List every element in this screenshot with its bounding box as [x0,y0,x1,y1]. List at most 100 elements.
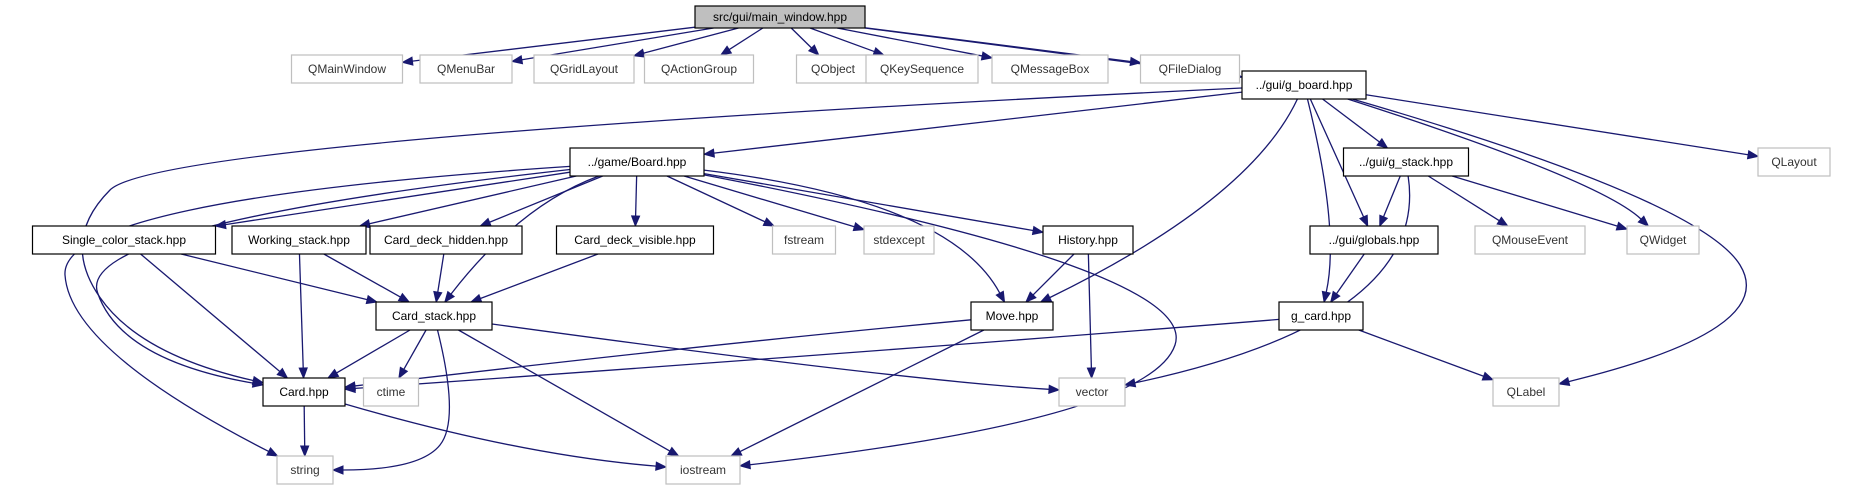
node-fstream[interactable]: fstream [771,225,837,255]
node-Card_stack[interactable]: Card_stack.hpp [375,301,493,331]
arrowhead [479,217,492,227]
node-box [533,54,635,84]
edge-main_window-to-QActionGroup [719,27,764,56]
edge-Board-to-Card [95,168,571,388]
edge-g_board-to-globals [1309,98,1369,228]
edge-Card_stack-to-vector [491,323,1061,395]
arrowhead [1376,137,1389,149]
node-string[interactable]: string [276,455,334,485]
node-Move[interactable]: Move.hpp [970,301,1054,331]
arrowhead [655,461,668,471]
node-QMenuBar[interactable]: QMenuBar [419,54,513,84]
node-Card[interactable]: Card.hpp [262,377,346,407]
node-label: QKeySequence [880,62,964,76]
node-QWidget[interactable]: QWidget [1626,225,1700,255]
arrowhead [510,54,524,65]
edge-globals-to-g_card [1329,253,1365,304]
edge-main_window-to-QKeySequence [809,27,886,56]
edge-line [1365,94,1749,156]
edge-Working_stack-to-Card_stack [323,253,411,303]
node-QFileDialog[interactable]: QFileDialog [1139,54,1241,84]
edge-Card_deck_hidden-to-Card_stack [433,253,445,304]
edge-line [369,175,577,225]
node-QMainWindow[interactable]: QMainWindow [290,54,404,84]
arrowhead [852,222,866,232]
edge-line [634,175,638,217]
node-label: QLabel [1507,385,1546,399]
node-label: ../game/Board.hpp [588,155,687,169]
node-Working_stack[interactable]: Working_stack.hpp [231,225,367,255]
node-label: Card.hpp [279,385,329,399]
edge-line [298,253,304,369]
edge-g_board-to-QLabel [1352,98,1747,387]
node-QKeySequence[interactable]: QKeySequence [865,54,979,84]
node-Board[interactable]: ../game/Board.hpp [569,147,705,177]
node-Card_deck_hidden[interactable]: Card_deck_hidden.hpp [369,225,523,255]
node-History[interactable]: History.hpp [1042,225,1134,255]
edge-Card_stack-to-ctime [398,329,427,380]
node-box [1139,54,1241,84]
node-box [1058,377,1126,407]
edge-line [491,323,1050,390]
edge-line [403,329,427,370]
node-label: ../gui/g_board.hpp [1256,78,1353,92]
arrowhead [1557,376,1571,387]
node-label: string [290,463,319,477]
node-g_board[interactable]: ../gui/g_board.hpp [1241,70,1367,100]
node-QMouseEvent[interactable]: QMouseEvent [1474,225,1586,255]
node-QLayout[interactable]: QLayout [1757,147,1831,177]
edge-line [836,27,983,57]
node-label: vector [1076,385,1109,399]
edge-line [344,403,657,467]
arrowhead [762,217,776,227]
node-box [1309,225,1439,255]
edge-Card-to-string [299,405,310,458]
edge-line [1335,253,1365,295]
node-main_window[interactable]: src/gui/main_window.hpp [694,5,866,29]
node-QMessageBox[interactable]: QMessageBox [991,54,1109,84]
edge-Board-to-Working_stack [358,175,577,229]
edge-line [713,91,1243,154]
node-g_stack[interactable]: ../gui/g_stack.hpp [1342,147,1470,177]
arrowhead [331,465,344,475]
node-globals[interactable]: ../gui/globals.hpp [1309,225,1439,255]
edge-line [64,165,571,453]
edge-line [1134,175,1411,384]
node-ctime[interactable]: ctime [362,377,420,407]
node-box [1042,225,1134,255]
edge-Board-to-Card_stack [444,175,600,304]
node-iostream[interactable]: iostream [665,455,741,485]
edge-Board-to-Single_color_stack [214,171,571,230]
arrowhead [1496,216,1509,227]
edge-g_board-to-QLayout [1365,94,1760,160]
arrowhead [632,48,646,58]
arrowhead [1039,293,1053,303]
node-box [1241,70,1367,100]
node-Card_deck_visible[interactable]: Card_deck_visible.hpp [555,225,715,255]
edge-line [1352,98,1747,383]
node-QActionGroup[interactable]: QActionGroup [643,54,755,84]
node-QGridLayout[interactable]: QGridLayout [533,54,635,84]
node-QLabel[interactable]: QLabel [1492,377,1560,407]
edge-line [1382,175,1401,217]
edge-Board-to-stdexcept [683,175,866,232]
edge-main_window-to-QMessageBox [836,27,994,61]
arrowhead [1025,291,1037,303]
edge-g_stack-to-vector [1123,175,1411,388]
node-Single_color_stack[interactable]: Single_color_stack.hpp [31,225,217,255]
node-label: stdexcept [873,233,925,247]
arrowhead [729,447,743,457]
arrowhead [365,294,379,305]
edge-line [703,174,1177,466]
node-g_card[interactable]: g_card.hpp [1278,301,1364,331]
node-box [865,54,979,84]
node-QObject[interactable]: QObject [795,54,871,84]
edge-line [1049,98,1299,299]
node-stdexcept[interactable]: stdexcept [863,225,935,255]
edge-g_card-to-Card [343,318,1280,394]
node-vector[interactable]: vector [1058,377,1126,407]
node-label: History.hpp [1058,233,1118,247]
edge-Card_stack-to-Card [326,329,411,379]
edge-line [225,171,571,226]
